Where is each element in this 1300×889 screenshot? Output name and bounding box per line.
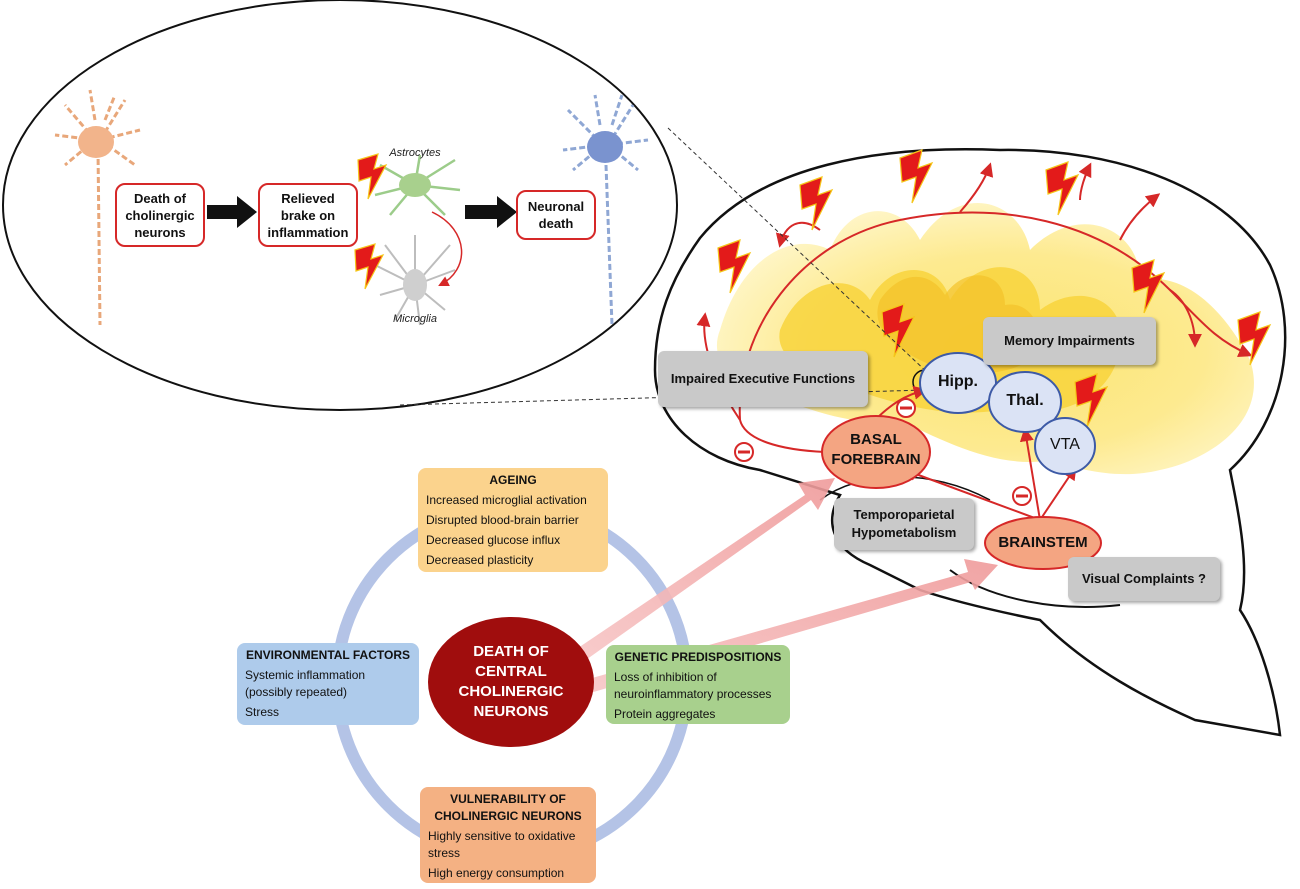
- genetic-box: GENETIC PREDISPOSITIONS Loss of inhibiti…: [606, 645, 790, 724]
- label-astrocytes: Astrocytes: [389, 147, 441, 159]
- cortex-projection-arrows: [696, 162, 1253, 421]
- microglia-body: [403, 269, 427, 301]
- inset-arrow-2: [465, 196, 517, 228]
- basal-forebrain-label: BASAL FOREBRAIN: [831, 431, 921, 468]
- box-neuronal-death: Neuronal death: [516, 190, 596, 240]
- vulnerability-title: VULNERABILITY OF CHOLINERGIC NEURONS: [434, 792, 582, 823]
- memory-impairments-box: Memory Impairments: [983, 317, 1156, 365]
- ageing-item: Increased microglial activation: [426, 493, 587, 507]
- center-title: DEATH OF CENTRAL CHOLINERGIC NEURONS: [458, 643, 564, 720]
- neuron-orange: [54, 89, 141, 326]
- ageing-item: Decreased plasticity: [426, 553, 534, 567]
- ageing-title: AGEING: [489, 473, 537, 487]
- inset-arrow-1: [207, 196, 257, 228]
- inset-lightning-bolts: [354, 153, 388, 290]
- neuron-orange-soma: [78, 126, 114, 158]
- inhibition-minus: [738, 406, 1028, 498]
- neuron-blue: [562, 94, 649, 326]
- genetic-title: GENETIC PREDISPOSITIONS: [614, 650, 782, 664]
- environmental-item: Stress: [245, 705, 280, 719]
- genetic-item: Protein aggregates: [614, 707, 716, 721]
- label-microglia: Microglia: [392, 313, 437, 325]
- neuron-blue-soma: [587, 131, 623, 163]
- ageing-item: Disrupted blood-brain barrier: [426, 513, 579, 527]
- lightning-bolts: [717, 149, 1272, 428]
- vulnerability-box: VULNERABILITY OF CHOLINERGIC NEURONS Hig…: [420, 787, 596, 883]
- arrow-to-basal-forebrain: [575, 478, 835, 662]
- hipp-label: Hipp.: [938, 373, 978, 390]
- basal-forebrain-shape: [821, 415, 931, 489]
- ageing-box: AGEING Increased microglial activation D…: [418, 468, 608, 572]
- genetic-item: Loss of inhibition of neuroinflammatory …: [614, 670, 772, 701]
- vta-label: VTA: [1050, 436, 1080, 453]
- microglia: [374, 235, 456, 326]
- executive-functions-box: Impaired Executive Functions: [658, 351, 868, 407]
- environmental-item: Systemic inflammation (possibly repeated…: [245, 668, 366, 699]
- vta-shape: [1034, 417, 1096, 475]
- environmental-box: ENVIRONMENTAL FACTORS Systemic inflammat…: [237, 643, 419, 725]
- astrocyte: [374, 154, 461, 216]
- brainstem-shape: [984, 516, 1102, 570]
- temporoparietal-box: Temporoparietal Hypometabolism: [834, 498, 974, 550]
- astrocyte-body: [399, 173, 431, 197]
- thal-shape: [988, 371, 1062, 433]
- brainstem-label: BRAINSTEM: [998, 534, 1088, 551]
- center-circle: [428, 617, 594, 747]
- thal-label: Thal.: [1006, 392, 1044, 409]
- ageing-item: Decreased glucose influx: [426, 533, 561, 547]
- box-relieved-brake: Relieved brake on inflammation: [258, 183, 358, 247]
- vulnerability-item: Highly sensitive to oxidative stress: [428, 829, 576, 860]
- box-death-cholinergic: Death of cholinergic neurons: [115, 183, 205, 247]
- vulnerability-item: High energy consumption: [428, 866, 565, 880]
- visual-complaints-box: Visual Complaints ?: [1068, 557, 1220, 601]
- environmental-title: ENVIRONMENTAL FACTORS: [245, 648, 410, 662]
- astro-microglia-loop-arrow: [431, 211, 463, 286]
